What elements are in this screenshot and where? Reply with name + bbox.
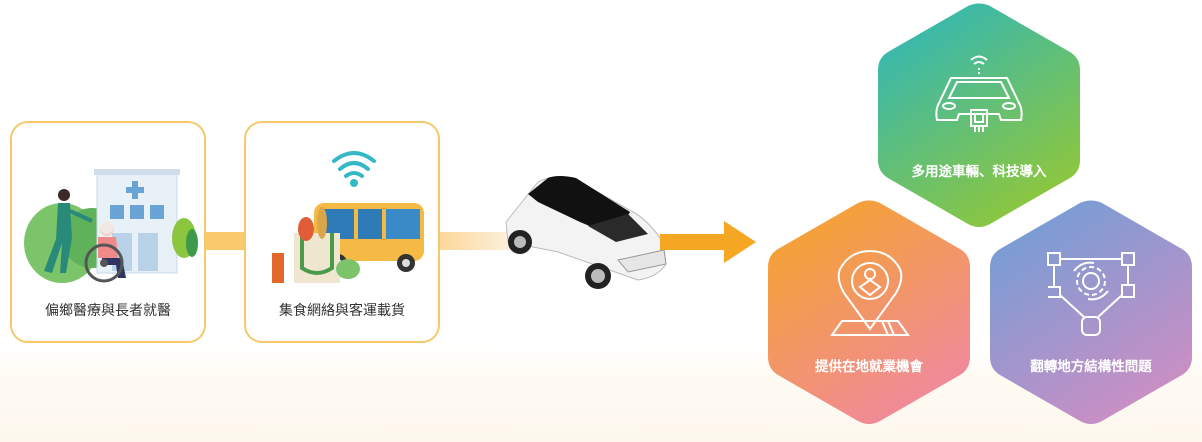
card-label: 集食網絡與客運載貨 (279, 303, 405, 319)
card-rural-medical: 偏鄉醫療與長者就醫 (10, 121, 206, 343)
connected-car-chip-icon (929, 48, 1029, 142)
white-suv-illustration (498, 172, 678, 297)
bus-groceries-wifi-illustration (256, 143, 428, 288)
hex-local-jobs: 提供在地就業機會 (766, 199, 972, 425)
hex-label: 多用途車輛、科技導入 (911, 164, 1047, 180)
hex-multi-purpose-vehicle: 多用途車輛、科技導入 (876, 2, 1082, 228)
hex-structural-issues: 翻轉地方結構性問題 (988, 199, 1194, 425)
hex-label: 翻轉地方結構性問題 (1030, 359, 1152, 375)
network-gear-icon (1046, 249, 1136, 343)
hospital-wheelchair-illustration (22, 143, 198, 288)
hex-label: 提供在地就業機會 (815, 359, 923, 375)
location-pin-person-icon (822, 249, 918, 345)
connector-bar (440, 232, 510, 250)
connector-bar (206, 232, 246, 250)
card-label: 偏鄉醫療與長者就醫 (45, 303, 171, 319)
card-food-network: 集食網絡與客運載貨 (244, 121, 440, 343)
wifi-icon (332, 151, 376, 178)
arrow-right-icon (660, 221, 756, 263)
